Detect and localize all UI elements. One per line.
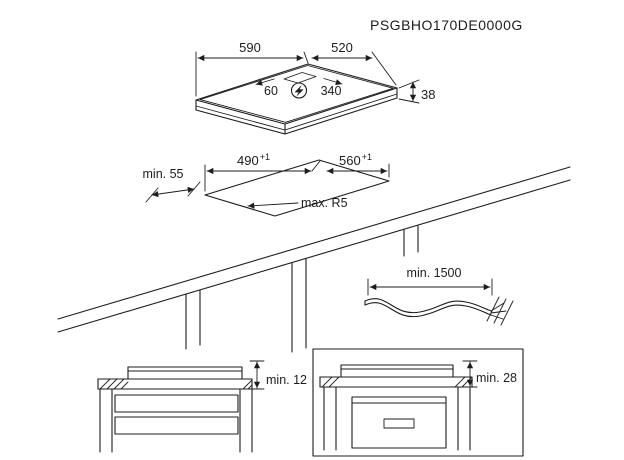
hob-bevel-line: [195, 93, 398, 131]
cabinet-legs-2: [323, 386, 471, 451]
oven-install-view: min. 28: [312, 348, 524, 457]
drawer-front-top: [114, 394, 239, 413]
hob-top-face: [195, 63, 398, 125]
counter-cross-section-2: [319, 376, 473, 388]
dimension-hob-width: 590: [195, 40, 309, 97]
counter-legs: [185, 225, 419, 353]
cable-view: min. 1500: [364, 266, 514, 326]
product-code: PSGBHO170DE0000G: [370, 17, 523, 33]
counter-front-bottom-edge: [57, 179, 571, 333]
drawer-clearance-label: min. 12: [266, 373, 307, 387]
drawer-install-view: min. 12: [97, 360, 307, 453]
hob-depth-label: 520: [331, 40, 353, 55]
hob-thickness-label: 38: [421, 87, 435, 102]
power-icon: [290, 82, 308, 99]
view-frame: [312, 348, 524, 457]
counter-front-top-edge: [57, 166, 571, 320]
counter-hatching: [99, 378, 253, 390]
oven-drawing: [351, 396, 447, 449]
cutout-front-clearance-label: min. 55: [143, 167, 184, 181]
dimension-corner-radius: max. R5: [247, 196, 348, 210]
cutout-view: 490+1 560+1 min. 55 max. R5: [143, 152, 390, 217]
cutout-depth-label: 560+1: [339, 152, 372, 168]
cable-length-label: min. 1500: [407, 266, 462, 280]
drawer-front-bottom: [114, 416, 239, 435]
dimension-front-clearance: min. 55: [143, 167, 201, 203]
cutout-width-label: 490+1: [237, 152, 270, 168]
cable-frayed-wires: [490, 302, 507, 320]
hob-side-profile: [127, 366, 243, 380]
hob-width-label: 590: [239, 40, 261, 55]
junction-box-outline: [283, 72, 317, 84]
oven-body: [351, 396, 447, 449]
hob-glass-edge: [199, 65, 394, 123]
dimension-cable-length: [367, 278, 493, 296]
oven-clearance-label: min. 28: [476, 371, 517, 385]
dimension-hob-thickness: 38: [398, 79, 435, 104]
countertop-view: [57, 166, 571, 353]
cutout-outline: [204, 159, 390, 217]
dimension-cutout-depth: 560+1: [326, 152, 390, 178]
cutout-radius-label: max. R5: [301, 196, 348, 210]
junction-box-markings: 60 340: [255, 72, 343, 99]
oven-handle: [383, 418, 415, 429]
junction-offset-left-label: 60: [264, 84, 278, 98]
wall-hatching: [486, 296, 514, 326]
junction-offset-right-label: 340: [321, 84, 342, 98]
hob-isometric-view: 590 520 38 60 340: [195, 40, 435, 135]
hob-side-profile-2: [340, 364, 454, 378]
cabinet-legs: [99, 388, 253, 453]
dimension-oven-clearance: min. 28: [462, 360, 517, 388]
cable-drawing: [364, 296, 514, 326]
hob-body: [195, 87, 398, 135]
dimension-cutout-width: 490+1: [204, 152, 321, 192]
dimension-drawer-clearance: min. 12: [249, 360, 307, 390]
counter-cross-section: [97, 378, 253, 390]
counter-hatching-2: [321, 376, 472, 388]
dimension-hob-depth: 520: [311, 40, 397, 86]
